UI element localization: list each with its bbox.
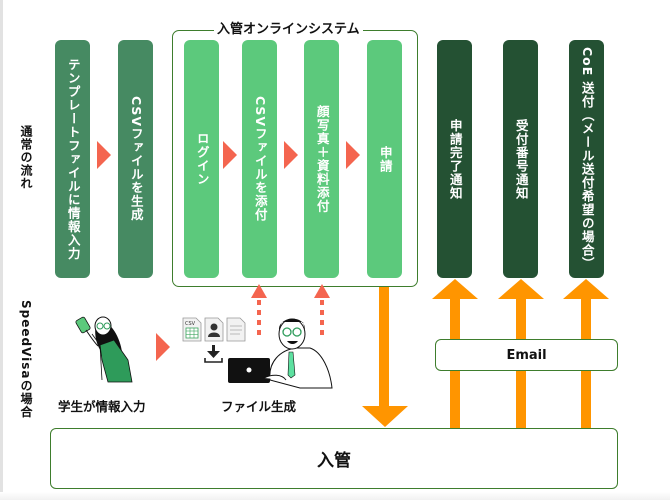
step-label: CSVファイルを添付 bbox=[252, 96, 268, 222]
dotted-up-arrow-icon bbox=[314, 284, 330, 338]
step-label: 申請完了通知 bbox=[447, 118, 463, 200]
download-icon bbox=[204, 345, 223, 363]
step-label: テンプレートファイルに情報入力 bbox=[65, 57, 81, 261]
document-file-icon bbox=[226, 317, 246, 342]
step-label: 顔写真＋資料添付 bbox=[314, 105, 330, 213]
step-label: CoE 送付（メール送付希望の場合） bbox=[579, 47, 595, 271]
step-application-complete-notice: 申請完了通知 bbox=[437, 40, 472, 278]
down-arrow-icon bbox=[362, 287, 408, 427]
step-label: ログイン bbox=[194, 132, 210, 186]
row-label-normal-flow: 通常の流れ bbox=[19, 125, 33, 190]
csv-file-icon: CSV bbox=[182, 317, 202, 342]
email-box: Email bbox=[435, 339, 618, 371]
step-apply: 申請 bbox=[367, 40, 402, 278]
step-label: 受付番号通知 bbox=[513, 118, 529, 200]
row-label-speedvisa: SpeedVisaの場合 bbox=[19, 300, 33, 419]
step-attach-photo-docs: 顔写真＋資料添付 bbox=[304, 40, 339, 278]
dotted-up-arrow-icon bbox=[251, 284, 267, 338]
step-login: ログイン bbox=[184, 40, 219, 278]
step-label: CSVファイルを生成 bbox=[128, 96, 144, 222]
step-label: 申請 bbox=[377, 145, 393, 173]
step-coe-delivery: CoE 送付（メール送付希望の場合） bbox=[569, 40, 604, 278]
left-border bbox=[0, 0, 3, 500]
man-with-laptop-illustration bbox=[228, 318, 333, 389]
photo-file-icon bbox=[204, 317, 224, 342]
flow-arrow-icon bbox=[346, 141, 360, 169]
file-generation-caption: ファイル生成 bbox=[221, 399, 297, 414]
flow-arrow-icon bbox=[97, 141, 111, 169]
flow-arrow-icon bbox=[223, 141, 237, 169]
step-generate-csv: CSVファイルを生成 bbox=[118, 40, 153, 278]
step-attach-csv: CSVファイルを添付 bbox=[242, 40, 277, 278]
step-receipt-number-notice: 受付番号通知 bbox=[503, 40, 538, 278]
immigration-box: 入管 bbox=[50, 428, 618, 489]
student-caption: 学生が情報入力 bbox=[58, 399, 146, 414]
bottom-edge bbox=[0, 492, 670, 500]
flow-arrow-icon bbox=[156, 333, 170, 361]
csv-tag: CSV bbox=[185, 321, 196, 327]
system-box-title: 入管オンラインシステム bbox=[214, 18, 363, 37]
student-with-phone-illustration bbox=[75, 316, 133, 383]
flow-arrow-icon bbox=[284, 141, 298, 169]
step-template-input: テンプレートファイルに情報入力 bbox=[55, 40, 90, 278]
